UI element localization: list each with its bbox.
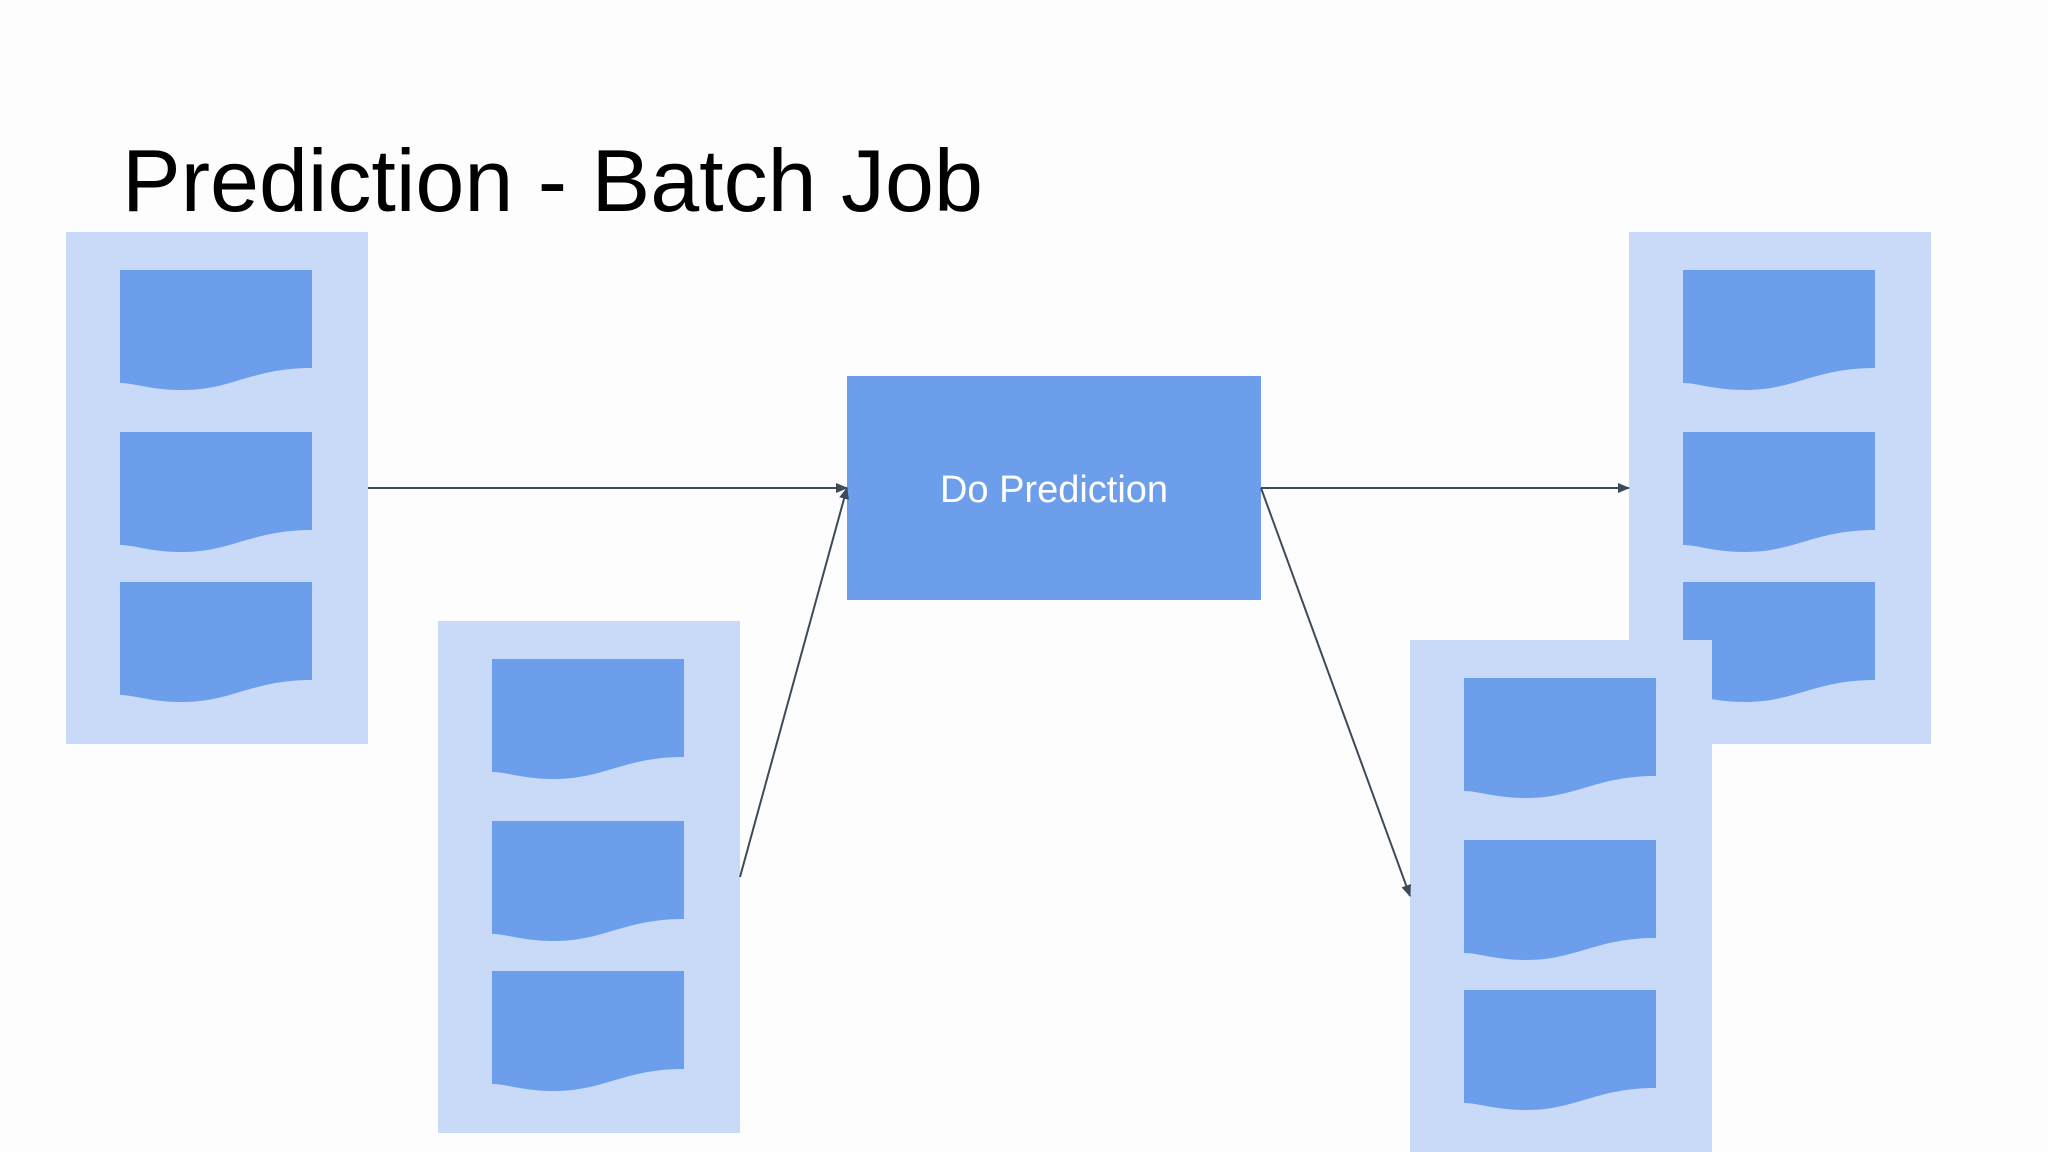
document-icon	[120, 432, 312, 552]
input-batch-stack-2	[438, 621, 740, 1133]
document-icon	[1464, 840, 1656, 960]
output-batch-stack-1	[1629, 232, 1931, 744]
document-icon	[1464, 678, 1656, 798]
output-batch-stack-2	[1410, 640, 1712, 1152]
do-prediction-box: Do Prediction	[847, 376, 1261, 600]
document-icon	[1683, 432, 1875, 552]
slide-title: Prediction - Batch Job	[122, 131, 983, 230]
document-icon	[1683, 270, 1875, 390]
process-label: Do Prediction	[940, 469, 1168, 511]
process-rect	[847, 376, 1261, 600]
document-icon	[1683, 582, 1875, 702]
input-batch-stack-1	[66, 232, 368, 744]
document-icon	[492, 971, 684, 1091]
document-icon	[120, 582, 312, 702]
arrow-process-to-output-2	[1260, 487, 1411, 897]
document-icon	[492, 821, 684, 941]
document-icon	[492, 659, 684, 779]
arrow-input-2-to-process	[739, 487, 849, 878]
document-icon	[1464, 990, 1656, 1110]
document-icon	[120, 270, 312, 390]
